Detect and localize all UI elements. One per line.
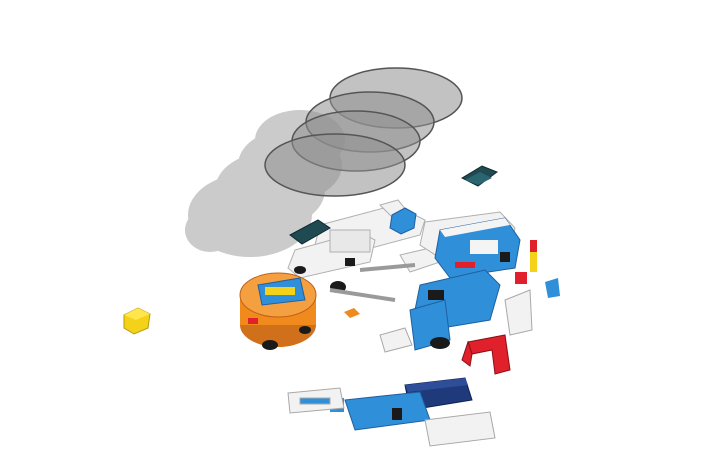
orange-cylinder-robot[interactable] [239, 272, 317, 350]
teal-module[interactable] [460, 165, 499, 187]
bottom-blue-board[interactable] [330, 391, 431, 431]
red-small-part[interactable] [515, 272, 527, 284]
blue-clip[interactable] [545, 278, 560, 298]
red-u-bracket[interactable] [461, 334, 511, 375]
yellow-cube[interactable] [123, 307, 151, 335]
bottom-white-frame[interactable] [287, 387, 496, 447]
red-tiny-part[interactable] [530, 240, 537, 254]
transparent-disc [264, 133, 406, 197]
side-rail[interactable] [379, 289, 533, 353]
frame-arm [329, 263, 416, 302]
yellow-strip[interactable] [530, 252, 537, 272]
blue-cube[interactable] [389, 207, 417, 235]
transparent-disc-stack[interactable] [264, 67, 463, 197]
blue-circuit-board[interactable] [434, 217, 521, 279]
orange-small-part[interactable] [344, 308, 360, 318]
blue-base-plate[interactable] [409, 269, 501, 351]
teal-block[interactable] [289, 219, 331, 245]
